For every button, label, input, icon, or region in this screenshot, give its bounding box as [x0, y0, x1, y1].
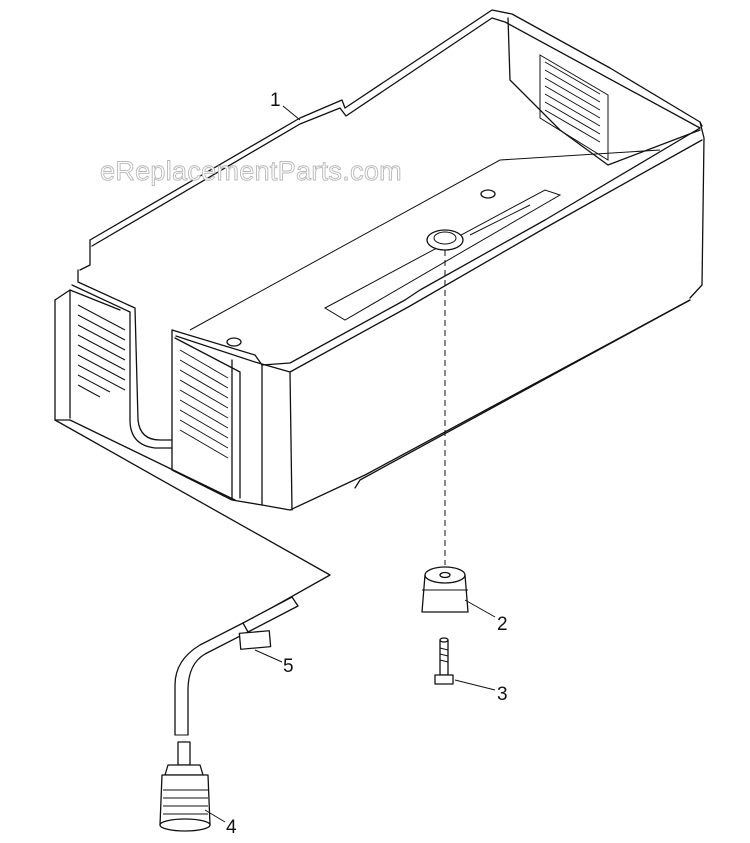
screw-part [434, 637, 454, 685]
watermark-text: eReplacementParts.com [100, 156, 402, 186]
right-vent-slots [544, 61, 601, 143]
callout-5: 5 [283, 656, 294, 677]
grommet-part [421, 250, 469, 613]
callout-3: 3 [497, 684, 508, 705]
tank-part [54, 9, 705, 511]
callout-4: 4 [226, 817, 237, 838]
callout-1: 1 [270, 90, 281, 111]
left-vent-slots [77, 304, 126, 398]
filter-part [159, 741, 211, 832]
front-flap-vent-slots [179, 349, 229, 459]
callout-2: 2 [497, 614, 508, 635]
leader-lines [204, 105, 496, 823]
hose-part [54, 419, 331, 736]
